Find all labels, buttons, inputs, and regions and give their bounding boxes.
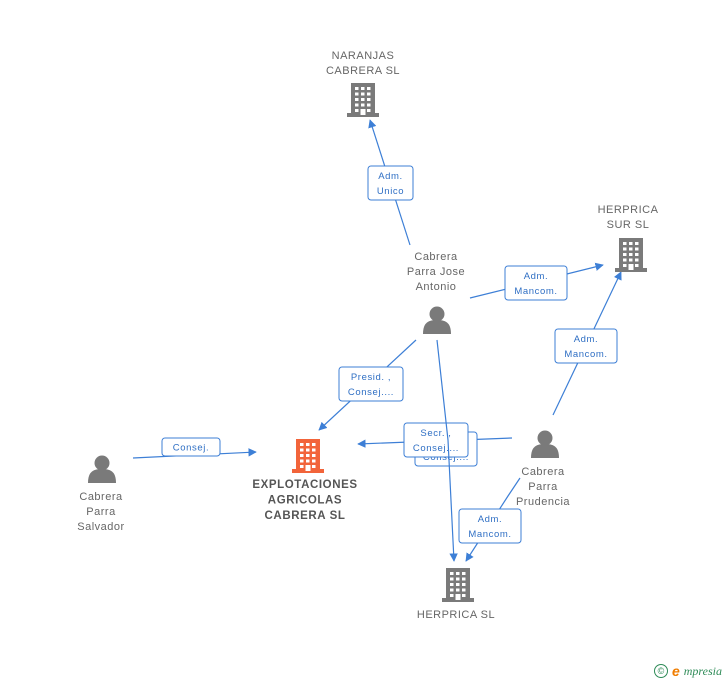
edge-jose_antonio-to-explotaciones: Presid. , Consej.... [318,339,417,431]
edge-role-label: Adm. Mancom. [504,265,568,301]
role-text: Mancom. [564,349,607,360]
brand-name: mpresia [683,663,722,678]
role-text: Mancom. [468,529,511,540]
role-text: Adm. [574,334,599,345]
edge-role-label: Secr. , Consej.... [403,422,469,458]
edge-prudencia-to-explotaciones: Secr. , Consej....Secr. , Consej.... [357,422,513,467]
node-explotaciones[interactable]: EXPLOTACIONES AGRICOLAS CABRERA SL [252,439,357,522]
role-text: Consej.... [413,443,459,454]
node-label: CABRERA SL [265,510,346,522]
role-text: Secr. , [420,428,451,439]
edge-role-label: Presid. , Consej.... [338,366,404,402]
role-text: Adm. [524,271,549,282]
brand-initial: e [671,663,680,679]
person-icon [423,306,451,334]
edge-role-label: Adm. Mancom. [554,328,618,364]
role-text: Consej. [173,443,209,454]
copyright-icon: © [653,664,668,678]
building-icon [615,238,647,272]
edge-role-label: Adm. Mancom. [458,508,522,544]
node-label: Parra [86,506,116,518]
edge-jose_antonio-to-herprica_sur: Adm. Mancom. [469,262,604,301]
role-text: Adm. [478,514,503,525]
node-label: Parra [528,481,558,493]
role-box [403,422,469,458]
role-text: Presid. , [351,372,391,383]
edge-role-label: Consej. [161,437,221,457]
edge-role-label: Adm. Unico [367,165,414,201]
edge-prudencia-to-herprica: Adm. Mancom. [458,477,522,562]
role-box [458,508,522,544]
node-label: Antonio [416,281,457,293]
node-label: AGRICOLAS [268,495,342,507]
node-naranjas[interactable]: NARANJAS CABRERA SL [326,50,400,117]
building-icon [442,568,474,602]
node-label: Prudencia [516,496,570,508]
edge-prudencia-to-herprica_sur: Adm. Mancom. [552,271,622,416]
role-box [161,437,221,457]
role-text: Adm. [378,171,403,182]
node-label: CABRERA SL [326,65,400,77]
edge-jose_antonio-to-herprica [436,339,458,562]
building-icon [347,83,379,117]
person-icon [531,430,559,458]
node-label: NARANJAS [332,50,395,62]
node-label: Salvador [77,521,124,533]
edge-line [436,339,458,562]
node-label: Cabrera [521,466,565,478]
node-label: HERPRICA SL [417,609,495,621]
role-box [504,265,568,301]
edge-salvador-to-explotaciones: Consej. [132,437,257,459]
node-label: Cabrera [79,491,123,503]
node-label: Parra Jose [407,266,465,278]
role-box [338,366,404,402]
edge-jose_antonio-to-naranjas: Adm. Unico [367,119,414,246]
node-label: EXPLOTACIONES [252,479,357,491]
node-herprica[interactable]: HERPRICA SL [417,568,495,621]
node-label: SUR SL [607,219,650,231]
role-text: Unico [377,186,404,197]
building-icon [292,439,324,473]
role-text: Mancom. [514,286,557,297]
node-label: Cabrera [414,251,458,263]
role-box [554,328,618,364]
node-label: HERPRICA [598,204,659,216]
node-herprica_sur[interactable]: HERPRICA SUR SL [598,204,659,272]
person-icon [88,455,116,483]
role-text: Consej.... [348,387,394,398]
role-box [367,165,414,201]
